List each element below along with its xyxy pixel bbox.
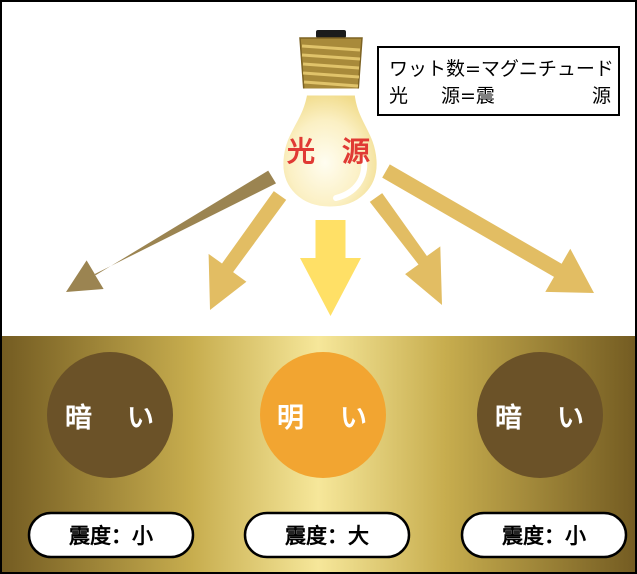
arrow-center [300,220,361,316]
bulb-label-right: 源 [342,135,370,168]
zone-center-intensity: 震度：大 [285,524,369,548]
bulb-glass [276,88,384,214]
zone-right-label-left: 暗 [495,403,522,434]
bulb-threads [301,44,361,88]
zone-left-intensity-pill [27,511,195,559]
legend-line-wattage: ワット数=マグニチュード [389,58,614,80]
zone-center-intensity-pill [243,511,411,559]
light-arrows [66,164,594,316]
zone-center-label-left: 明 [277,403,304,434]
zone-left-label-left: 暗 [65,403,92,434]
zone-left-circle [47,352,173,478]
bulb-label-left: 光 [286,135,315,168]
zone-right-circle [477,352,603,478]
bulb-contact [316,30,346,38]
zone-center-label-right: い [340,403,367,434]
zone-left-intensity: 震度：小 [69,524,153,548]
bulb-highlight [333,157,368,201]
arrow-mid-right [369,193,442,305]
arrow-far-left [66,170,276,292]
zone-right: 暗 い 震度：小 [460,352,628,559]
zone-right-intensity: 震度：小 [502,524,586,548]
legend-line2-left: 光 [389,85,408,107]
zone-left-label-right: い [127,403,154,434]
legend-box: ワット数=マグニチュード 光 源=震 源 [377,46,620,116]
light-bulb: 光 源 [276,30,384,214]
legend-line2-mid: 源=震 [441,85,495,107]
arrow-mid-left [208,191,287,310]
zone-right-intensity-pill [460,511,628,559]
zone-center-circle [260,352,386,478]
legend-frame [377,46,620,116]
zone-left: 暗 い 震度：小 [27,352,195,559]
zone-center: 明 い 震度：大 [243,352,411,559]
legend-line2-right: 源 [592,85,611,107]
arrow-far-right [382,164,594,293]
zone-right-label-right: い [557,403,584,434]
